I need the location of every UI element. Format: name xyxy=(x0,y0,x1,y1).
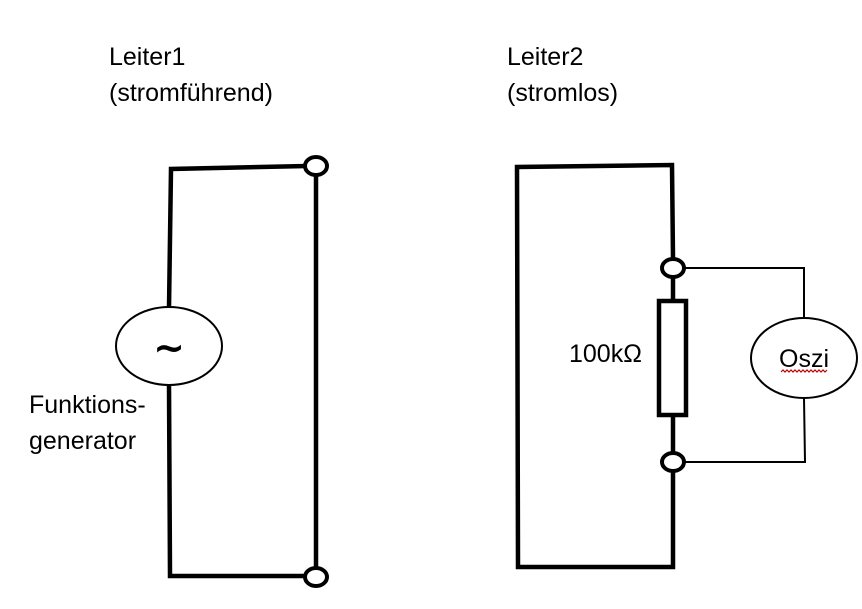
oscilloscope-top-lead xyxy=(684,267,805,319)
conductor1-bottom-terminal xyxy=(303,566,329,588)
function-generator-symbol xyxy=(115,306,223,386)
conductor2-group: Leiter2 (stromlos) 100kΩ Oszi xyxy=(507,43,858,570)
conductor1-top-wire xyxy=(166,163,308,311)
conductor1-group: Leiter1 (stromführend) ~ Funktions- gene… xyxy=(29,43,329,588)
oscilloscope-symbol xyxy=(750,317,858,399)
resistor-label: 100kΩ xyxy=(569,340,642,368)
sine-wave-icon: ~ xyxy=(153,326,185,370)
conductor2-title: Leiter2 xyxy=(507,43,583,71)
resistor-symbol xyxy=(656,298,689,418)
function-generator-label-line1: Funktions- xyxy=(29,391,146,419)
oscilloscope-label: Oszi xyxy=(779,345,829,373)
conductor2-loop-wire xyxy=(514,162,676,570)
function-generator-label-line2: generator xyxy=(29,427,136,455)
conductor1-title: Leiter1 xyxy=(109,43,185,71)
conductor1-bottom-wire xyxy=(166,382,308,579)
conductor2-bottom-terminal xyxy=(660,451,686,473)
conductor2-top-terminal xyxy=(660,257,686,279)
oscilloscope-bottom-lead xyxy=(684,397,807,463)
conductor2-subtitle: (stromlos) xyxy=(507,79,618,107)
conductor1-subtitle: (stromführend) xyxy=(109,79,273,107)
spellcheck-underline xyxy=(780,369,828,373)
conductor1-top-terminal xyxy=(303,155,329,177)
